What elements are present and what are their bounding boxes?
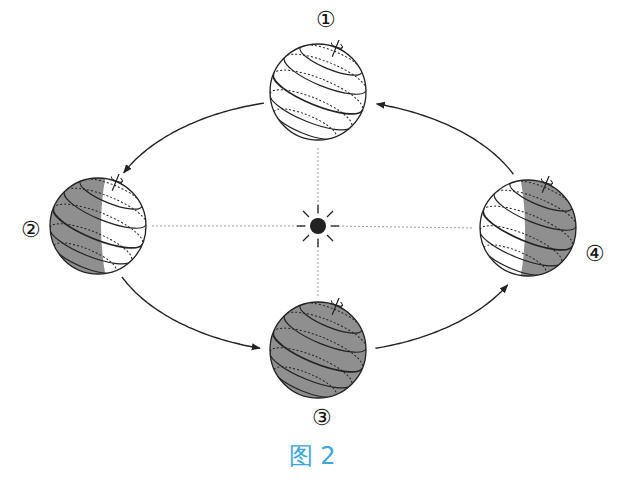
callout-number: ② <box>20 218 42 242</box>
earth-position: ① <box>266 40 370 144</box>
earth-globe <box>46 174 150 278</box>
earth-position: ② <box>46 174 150 278</box>
orbit-arrow <box>122 277 260 348</box>
earth-globe <box>266 298 370 402</box>
callout-number: ③ <box>311 406 333 430</box>
orbit-arrow <box>124 103 264 173</box>
callout-number: ① <box>315 8 337 32</box>
earth-position: ③ <box>266 298 370 402</box>
figure-caption: 图 2 <box>289 440 336 472</box>
earth-globe <box>476 176 580 280</box>
earth-position: ④ <box>476 176 580 280</box>
callout-number: ④ <box>584 242 606 266</box>
orbit-arrow <box>377 104 514 174</box>
earth-globe <box>266 40 370 144</box>
orbit-arrow <box>376 285 508 348</box>
